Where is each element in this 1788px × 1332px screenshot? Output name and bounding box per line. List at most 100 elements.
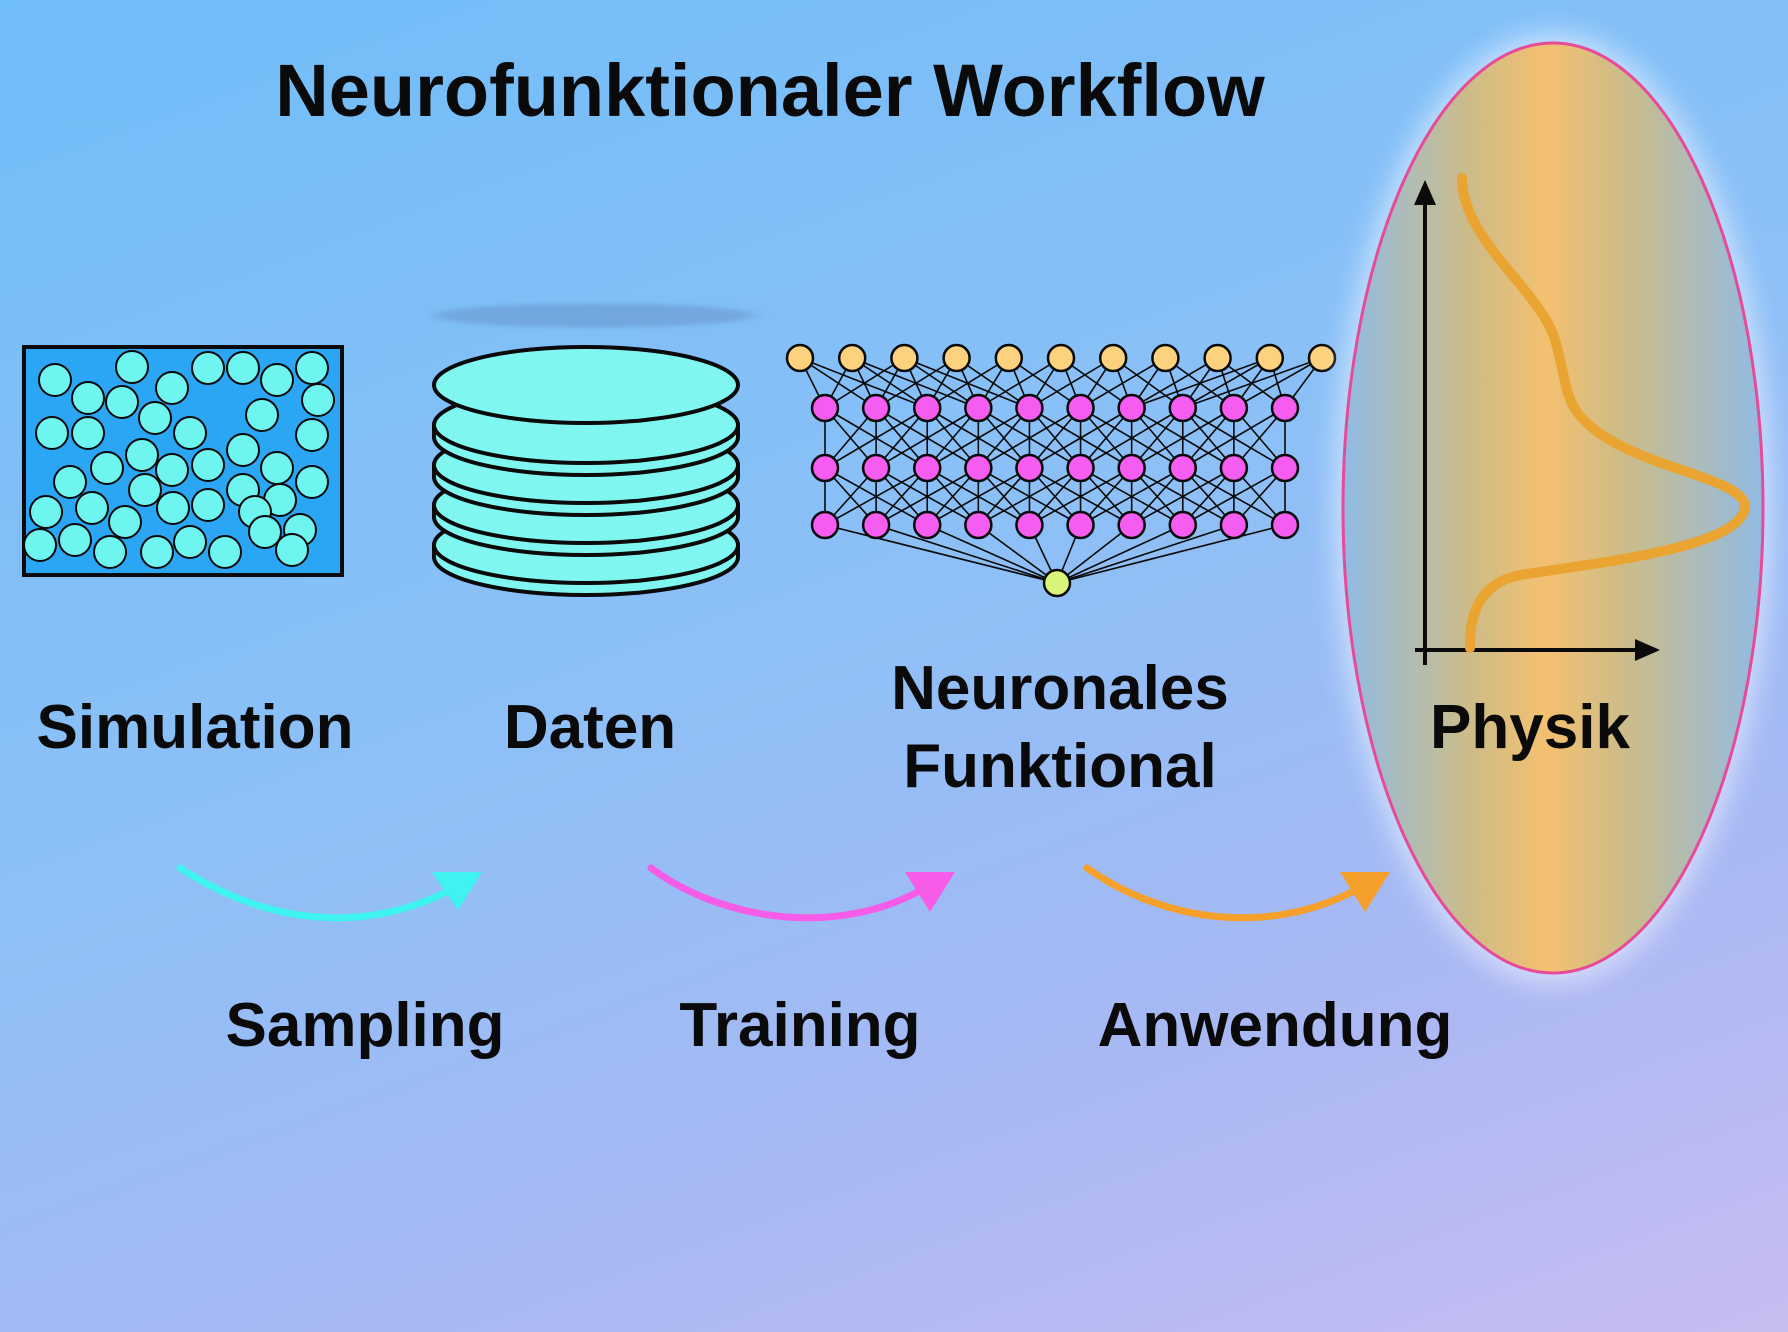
network-edge [926,524,1058,584]
particle [245,398,279,432]
particle [108,505,142,539]
network-edge [1029,467,1133,526]
hidden-node [1117,453,1146,483]
plot-axes [1414,180,1660,665]
hidden-node [810,453,840,483]
training-arrow [647,864,955,922]
particle [29,495,63,529]
particle [128,473,162,507]
hidden-node [912,453,942,483]
hidden-node [964,453,993,483]
network-edge [1056,524,1286,584]
network-edge [824,467,928,526]
database-stack-icon [432,303,754,597]
particle [125,438,159,472]
particle [38,363,72,397]
hidden-node [1117,510,1146,540]
page-title: Neurofunktionaler Workflow [275,49,1265,132]
particle [93,535,127,569]
hidden-node [1270,393,1300,423]
network-edge [875,357,958,409]
network-edge [824,407,928,469]
hidden-node [1015,510,1044,540]
hidden-node [1219,393,1249,423]
particle [105,385,139,419]
network-edge [824,357,905,409]
hidden-node [861,393,891,423]
hidden-node [810,393,840,423]
hidden-node [1015,393,1044,423]
particle [155,371,189,405]
input-node [890,343,919,373]
particle [173,416,207,450]
particle [53,465,87,499]
input-node [1046,343,1076,373]
hidden-node [1168,393,1198,423]
network-edge [1029,407,1133,469]
label-neuronales-funktional: Neuronales Funktional [850,650,1270,806]
network-edge [875,524,1058,584]
particle [155,453,189,487]
particle [75,491,109,525]
particle [226,351,260,385]
disk [432,345,740,425]
particle [156,491,190,525]
input-node [1307,343,1337,373]
input-node [1203,343,1232,373]
hidden-node [1168,510,1198,540]
label-physik: Physik [1430,693,1630,762]
label-funktional: Funktional [903,732,1217,801]
particle [71,381,105,415]
particle [295,418,329,452]
input-node [1098,343,1128,373]
network-edge [875,467,979,526]
hidden-node [810,510,840,540]
particle [295,465,329,499]
physik-ellipse [1341,41,1765,975]
network-edge [1182,357,1271,409]
label-anwendung: Anwendung [1097,991,1453,1060]
label-simulation: Simulation [36,693,354,762]
hidden-node [1219,510,1249,540]
sampling-arrow [176,864,482,922]
output-node [1042,568,1072,598]
particle [191,351,225,385]
particle [208,535,242,569]
anwendung-arrow [1083,864,1390,922]
hidden-node [1066,393,1095,423]
network-edge [1080,407,1184,469]
network-edge [1080,467,1184,526]
density-curve [1457,173,1751,653]
hidden-node [964,510,993,540]
hidden-node [1066,510,1095,540]
particles [23,350,335,569]
label-daten: Daten [503,693,677,762]
hidden-node [1015,453,1044,483]
particle-box-icon [22,345,344,577]
hidden-node [1066,453,1095,483]
network-edge [926,407,1030,469]
neural-network-icon [785,343,1337,598]
network-edge [1182,407,1286,469]
network-edge [1029,357,1114,409]
hidden-node [912,393,942,423]
particle [275,533,309,567]
particle [226,433,260,467]
particle [138,401,172,435]
input-node [1151,343,1180,373]
network-edge [1056,524,1235,584]
network-edge [824,524,1058,584]
network-edge [977,467,1081,526]
network-edge [926,357,1010,409]
density-band [1343,43,1763,973]
hidden-node [1270,510,1300,540]
particle [90,451,124,485]
particle [295,351,329,385]
hidden-node [1168,453,1198,483]
network-edge [977,407,1081,469]
input-node [785,343,815,373]
network-edge [1131,357,1219,409]
network-edge [1056,524,1133,584]
